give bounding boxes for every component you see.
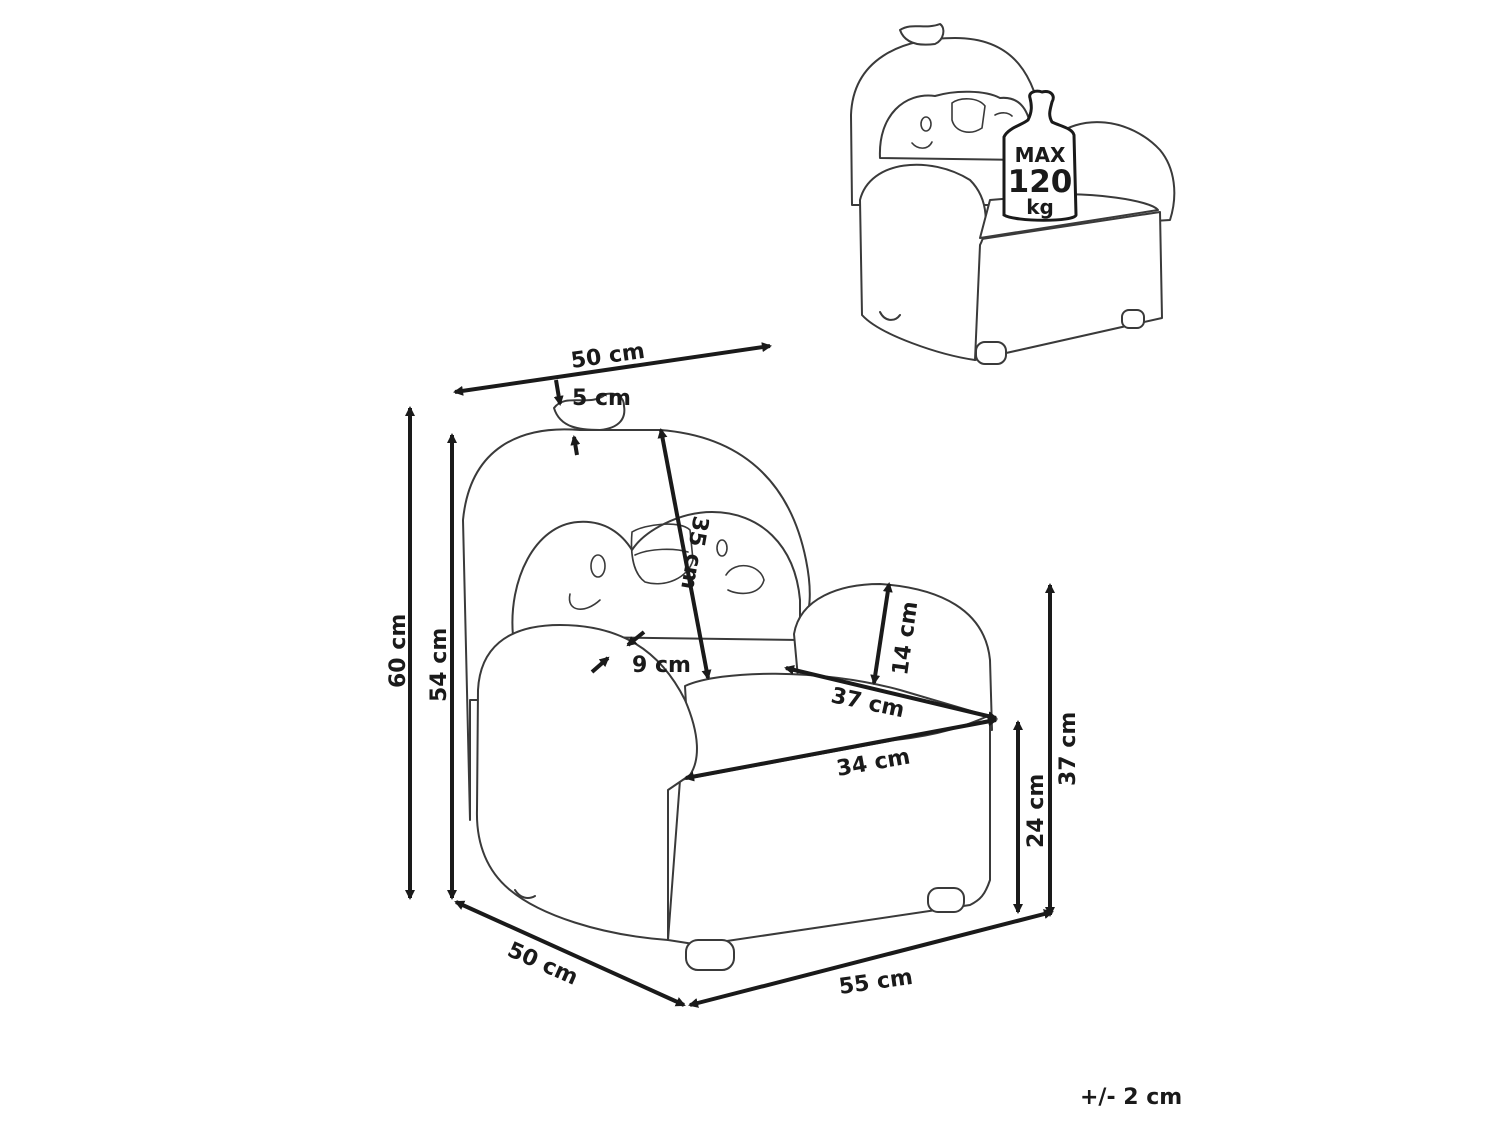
max-load-weight-icon: MAX 120 kg (1002, 89, 1078, 222)
max-load-unit: kg (1026, 195, 1054, 219)
dim-arrow-base-depth (454, 900, 686, 1007)
label-arm-height: 37 cm (1056, 712, 1081, 786)
main-chair-illustration (462, 392, 993, 971)
dim-arrow-crest-bottom (570, 435, 581, 456)
dim-arrow-seat-depth (784, 664, 998, 722)
tolerance-note: +/- 2 cm (1080, 1085, 1182, 1110)
label-base-depth: 50 cm (504, 938, 582, 991)
label-seat-height: 24 cm (1024, 774, 1049, 848)
label-base-width: 55 cm (837, 965, 914, 1000)
dim-arrow-backrest-height (657, 428, 712, 680)
dim-arrow-top-width (453, 342, 772, 396)
label-total-height: 60 cm (386, 614, 411, 688)
dim-arrow-base-width (688, 909, 1054, 1008)
dim-arrow-armrest-outer (590, 656, 610, 674)
label-armrest-width: 9 cm (632, 653, 691, 678)
dim-arrow-seat-width (684, 716, 998, 782)
dimension-lines (405, 342, 1055, 1008)
max-load-value: 120 (1008, 164, 1073, 200)
label-crest: 5 cm (572, 386, 631, 411)
dim-arrow-armrest-inner (626, 630, 646, 647)
label-top-width: 50 cm (569, 339, 646, 374)
label-back-height: 54 cm (427, 628, 452, 702)
dim-arrow-crest-top (553, 379, 564, 406)
max-load-label: MAX (1015, 143, 1066, 167)
